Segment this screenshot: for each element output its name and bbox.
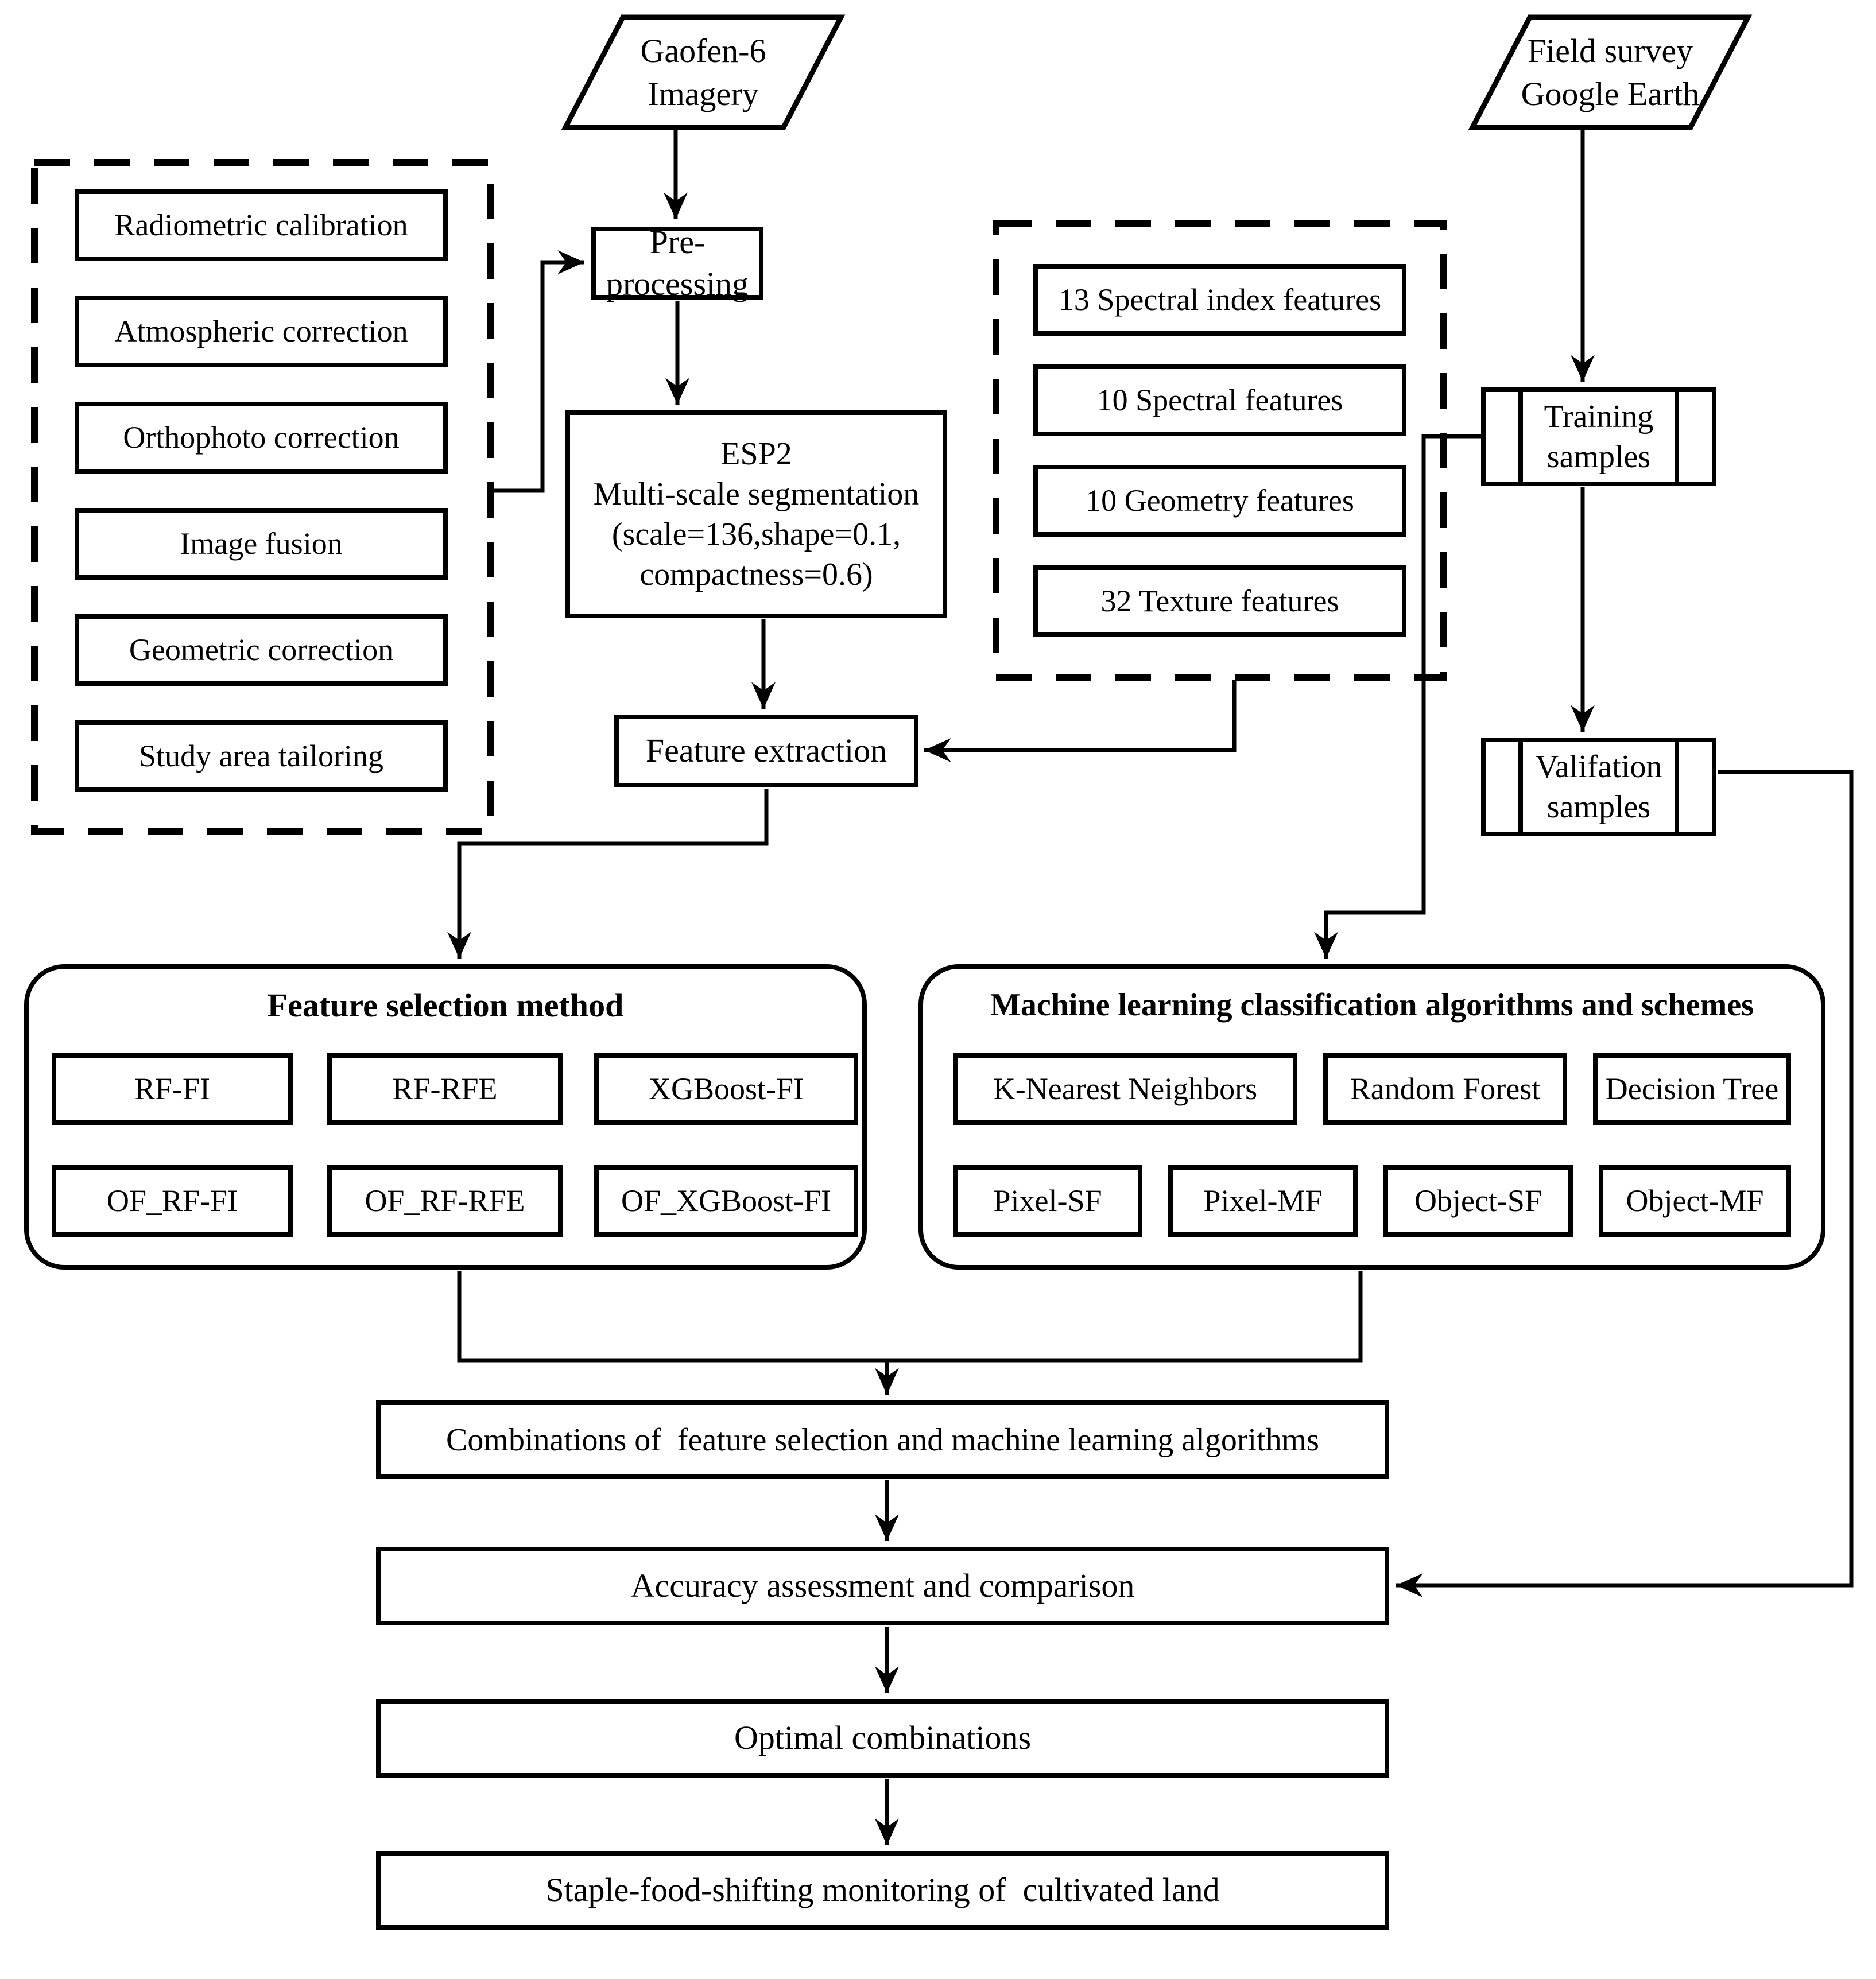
node-preprocessing: Pre-processing	[591, 223, 763, 302]
node-atmospheric-correction: Atmospheric correction	[75, 296, 448, 367]
node-of-rf-fi: OF_RF-FI	[52, 1165, 293, 1237]
node-of-xgboost-fi: OF_XGBoost-FI	[594, 1165, 858, 1237]
connector-steps-to-preprocessing	[492, 250, 584, 493]
node-gaofen-imagery: Gaofen-6 Imagery	[640, 32, 766, 112]
preprocessing-group-box	[31, 159, 494, 835]
node-random-forest: Random Forest	[1323, 1053, 1567, 1125]
node-spectral-features: 10 Spectral features	[1033, 364, 1406, 436]
connector-merge-line	[457, 1271, 1363, 1363]
node-rf-rfe: RF-RFE	[327, 1053, 563, 1125]
gaofen-parallelogram	[561, 14, 846, 130]
node-geometry-features: 10 Geometry features	[1033, 465, 1406, 537]
node-combinations: Combinations of feature selection and ma…	[376, 1400, 1389, 1479]
field-survey-parallelogram	[1468, 14, 1753, 130]
node-spectral-index-features: 13 Spectral index features	[1033, 264, 1406, 336]
connector-validation-to-accuracy	[1396, 770, 1854, 1597]
features-group-box	[993, 220, 1447, 681]
connector-training-to-machine-learning	[1314, 434, 1481, 959]
node-xgboost-fi: XGBoost-FI	[594, 1053, 858, 1125]
node-field-survey: Field survey Google Earth	[1521, 32, 1700, 112]
connector-feature-extraction-to-selection	[447, 789, 769, 959]
node-image-fusion: Image fusion	[75, 508, 448, 580]
node-k-nearest-neighbors: K-Nearest Neighbors	[953, 1053, 1297, 1125]
node-orthophoto-correction: Orthophoto correction	[75, 402, 448, 474]
node-feature-extraction: Feature extraction	[614, 715, 918, 787]
node-object-mf: Object-MF	[1599, 1165, 1791, 1237]
node-training-samples: Training samples	[1481, 387, 1716, 486]
node-decision-tree: Decision Tree	[1593, 1053, 1791, 1125]
node-monitoring: Staple-food-shifting monitoring of culti…	[376, 1851, 1389, 1930]
validation-samples-right-bar	[1675, 742, 1679, 832]
machine-learning-title: Machine learning classification algorith…	[990, 987, 1754, 1023]
group-feature-selection: Feature selection method RF-FI RF-RFE XG…	[24, 964, 867, 1270]
node-esp2-segmentation: ESP2 Multi-scale segmentation (scale=136…	[565, 410, 947, 618]
node-of-rf-rfe: OF_RF-RFE	[327, 1165, 563, 1237]
node-optimal-combinations: Optimal combinations	[376, 1699, 1389, 1778]
group-machine-learning: Machine learning classification algorith…	[918, 964, 1825, 1270]
connector-features-to-feature-extraction	[924, 680, 1237, 762]
node-texture-features: 32 Texture features	[1033, 565, 1406, 637]
training-samples-left-bar	[1518, 391, 1523, 482]
node-geometric-correction: Geometric correction	[75, 614, 448, 686]
training-samples-right-bar	[1675, 391, 1679, 482]
validation-samples-label: Valifation samples	[1535, 749, 1662, 825]
node-accuracy-assessment: Accuracy assessment and comparison	[376, 1547, 1389, 1625]
node-study-area-tailoring: Study area tailoring	[75, 720, 448, 792]
node-pixel-mf: Pixel-MF	[1168, 1165, 1358, 1237]
node-object-sf: Object-SF	[1383, 1165, 1573, 1237]
validation-samples-left-bar	[1518, 742, 1523, 832]
node-radiometric-calibration: Radiometric calibration	[75, 189, 448, 261]
feature-selection-title: Feature selection method	[267, 987, 624, 1024]
training-samples-label: Training samples	[1544, 399, 1654, 475]
node-pixel-sf: Pixel-SF	[953, 1165, 1142, 1237]
node-validation-samples: Valifation samples	[1481, 738, 1716, 836]
node-rf-fi: RF-FI	[52, 1053, 293, 1125]
